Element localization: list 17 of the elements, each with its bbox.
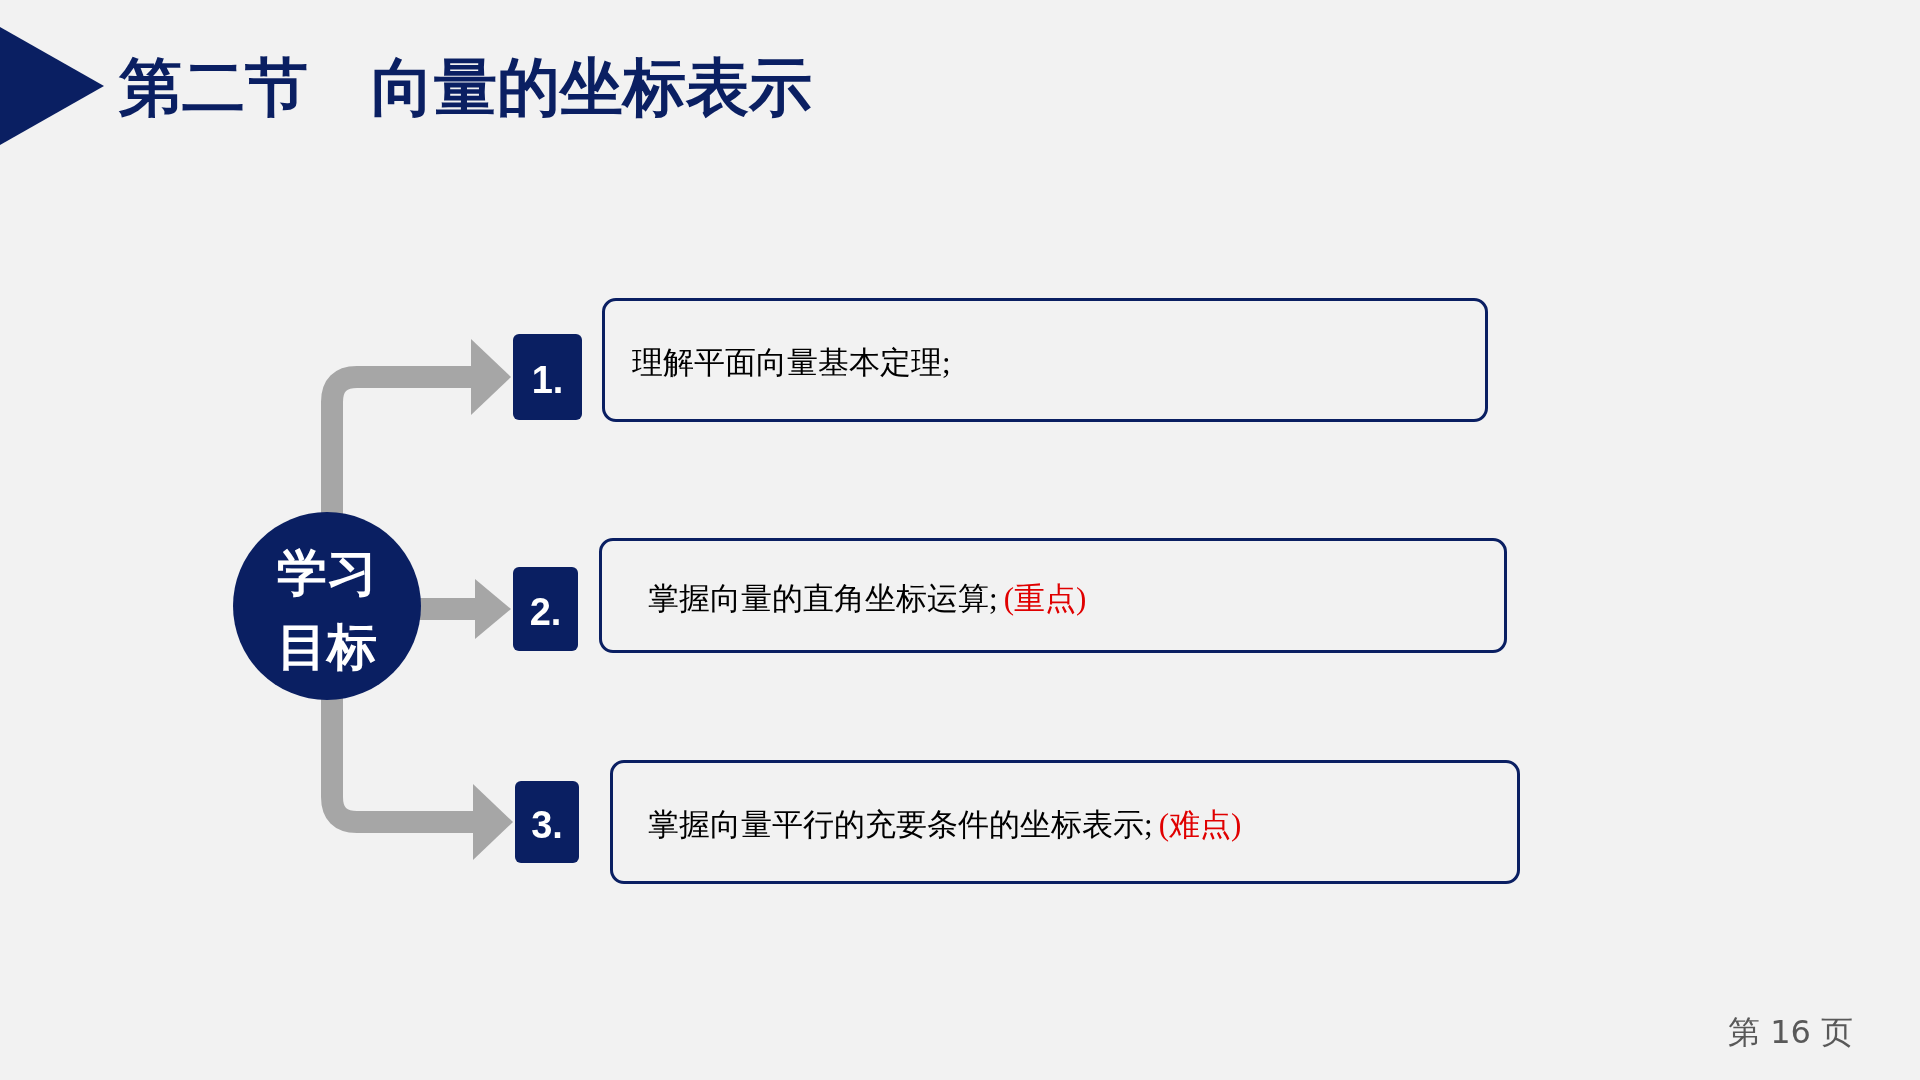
difficulty-note: (难点) — [1158, 806, 1242, 844]
goal-text: 理解平面向量基本定理; — [632, 344, 951, 382]
goal-text: 掌握向量平行的充要条件的坐标表示; — [648, 806, 1153, 844]
goal-box — [610, 760, 1520, 884]
page-number: 第 16 页 — [1728, 1012, 1854, 1053]
goal-box — [602, 298, 1488, 422]
difficulty-note: (重点) — [1003, 579, 1087, 618]
number-box: 1. — [513, 334, 582, 420]
page-title: 第二节 向量的坐标表示 — [119, 50, 812, 126]
arrow — [321, 697, 513, 860]
goal-box — [599, 538, 1507, 653]
arrow — [321, 339, 511, 515]
arrow — [418, 579, 511, 639]
goal-text: 掌握向量的直角坐标运算; — [648, 579, 998, 618]
heading-circle: 学习目标 — [233, 512, 421, 700]
number-box: 3. — [515, 781, 579, 863]
number-box: 2. — [513, 567, 578, 651]
